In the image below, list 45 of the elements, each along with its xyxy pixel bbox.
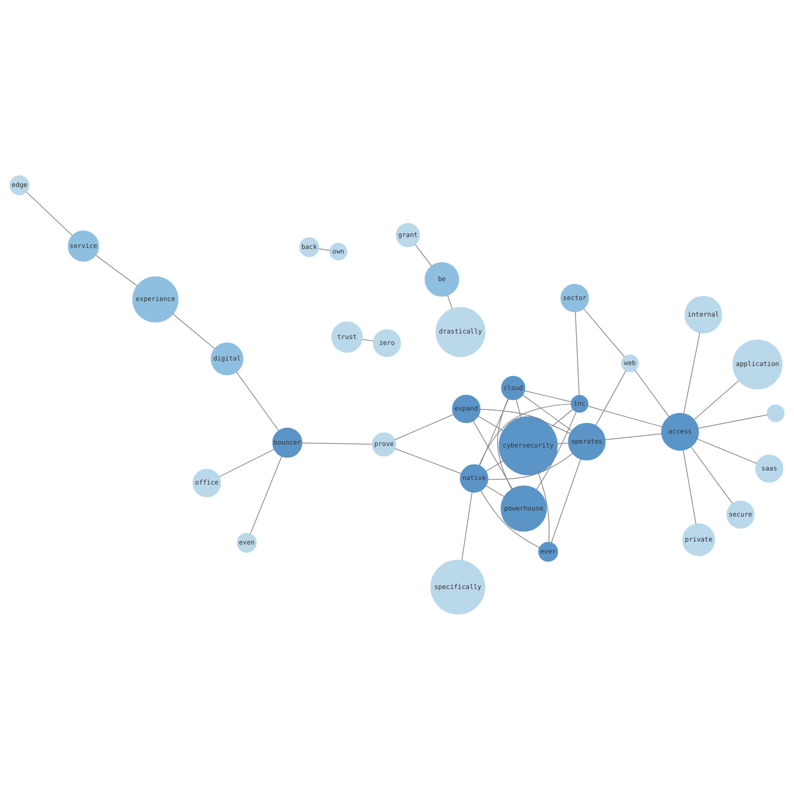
connector [394, 414, 454, 440]
connector [522, 394, 572, 432]
connector [524, 390, 572, 402]
connector [538, 472, 550, 543]
connector [318, 248, 330, 251]
connector [394, 448, 462, 474]
connector [480, 490, 540, 548]
connector [486, 485, 505, 498]
connector [536, 411, 577, 490]
connector [478, 404, 572, 466]
connector [236, 371, 280, 432]
connector [488, 453, 574, 480]
connector [550, 408, 574, 428]
connector [497, 398, 512, 490]
connector [574, 312, 580, 396]
connector [461, 492, 472, 561]
connector [95, 254, 138, 286]
connector [486, 460, 504, 472]
connector [516, 398, 522, 418]
connector [690, 446, 733, 504]
connector [604, 433, 662, 440]
connector [634, 370, 670, 418]
connector [683, 332, 700, 414]
connector [172, 313, 216, 350]
connector [550, 458, 582, 544]
connector [587, 406, 662, 428]
connector [480, 408, 571, 434]
connector [414, 244, 432, 266]
connector [556, 442, 569, 444]
connector [447, 294, 453, 310]
connector [694, 380, 740, 420]
connector [682, 450, 696, 525]
connector [362, 338, 374, 342]
connector [26, 192, 73, 236]
connector [218, 448, 274, 478]
connector [478, 416, 504, 432]
connector [302, 442, 373, 445]
connector [583, 308, 625, 358]
connector [595, 370, 626, 426]
connector [472, 420, 513, 490]
node-circle [766, 404, 785, 422]
connector [479, 398, 509, 466]
connector [696, 438, 758, 464]
connector [698, 414, 768, 429]
connector [250, 456, 282, 534]
